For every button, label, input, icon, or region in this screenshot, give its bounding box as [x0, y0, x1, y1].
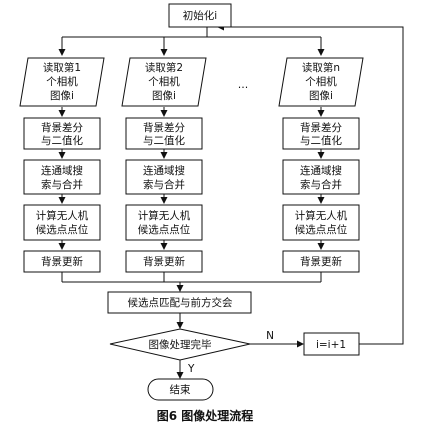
bg-update-2-label: 背景更新 [143, 255, 185, 268]
ellipsis-text: … [238, 79, 249, 91]
match-label: 候选点匹配与前方交会 [128, 296, 233, 309]
candidate-2 [125, 204, 203, 241]
connect-n-line-2: 索与合并 [300, 178, 342, 191]
candidate-1-line-1: 计算无人机 [36, 209, 89, 222]
read-camera-1-line-1: 读取第1 [43, 61, 81, 74]
connect-1-line-1: 连通域搜 [41, 164, 83, 177]
bg-update-2 [125, 250, 203, 273]
read-camera-1-line-2: 个相机 [46, 75, 78, 88]
connect-2 [125, 159, 203, 195]
bg-diff-n-line-1: 背景差分 [300, 121, 342, 134]
connectors [58, 23, 404, 379]
loop-back-arrow [217, 23, 404, 345]
candidate-2-line-2: 候选点点位 [138, 223, 191, 236]
bg-diff-1-line-1: 背景差分 [41, 121, 83, 134]
decision-diamond: 图像处理完毕 [109, 328, 251, 361]
init-box: 初始化i [168, 3, 232, 28]
bg-diff-2 [125, 117, 203, 150]
read-camera-1 [19, 57, 105, 107]
bg-diff-n-line-2: 与二值化 [300, 134, 342, 147]
yes-label: Y [187, 363, 195, 375]
candidate-n-line-1: 计算无人机 [295, 209, 348, 222]
bg-update-1-label: 背景更新 [41, 255, 83, 268]
bg-update-n-label: 背景更新 [300, 255, 342, 268]
figure-caption: 图6 图像处理流程 [157, 408, 254, 423]
read-camera-2-line-2: 个相机 [148, 75, 180, 88]
end-terminator: 结束 [147, 378, 214, 401]
connect-n-line-1: 连通域搜 [300, 164, 342, 177]
camera-1-column: 读取第1 个相机 图像i 背景差分 与二值化 连通域搜 索与合并 计算无人机 候… [19, 57, 105, 273]
candidate-2-line-1: 计算无人机 [138, 209, 191, 222]
read-camera-n-line-1: 读取第n [302, 61, 340, 74]
read-camera-n-line-2: 个相机 [305, 75, 337, 88]
bg-diff-n [282, 117, 360, 150]
increment-box: i=i+1 [303, 332, 360, 356]
read-camera-2 [121, 57, 207, 107]
read-camera-2-line-1: 读取第2 [145, 61, 183, 74]
bg-diff-1-line-2: 与二值化 [41, 134, 83, 147]
candidate-n [282, 204, 360, 241]
connect-n [282, 159, 360, 195]
increment-label: i=i+1 [316, 339, 346, 351]
read-camera-1-line-3: 图像i [50, 90, 74, 102]
connect-1-line-2: 索与合并 [41, 178, 83, 191]
bg-update-1 [23, 250, 101, 273]
read-camera-n [278, 57, 364, 107]
read-camera-2-line-3: 图像i [152, 90, 176, 102]
camera-n-column: 读取第n 个相机 图像i 背景差分 与二值化 连通域搜 索与合并 计算无人机 候… [278, 57, 364, 273]
decision-label: 图像处理完毕 [149, 338, 212, 351]
no-label: N [266, 330, 274, 342]
connect-1 [23, 159, 101, 195]
candidate-1-line-2: 候选点点位 [36, 223, 89, 236]
connect-2-line-1: 连通域搜 [143, 164, 185, 177]
candidate-n-line-2: 候选点点位 [295, 223, 348, 236]
end-label: 结束 [170, 383, 191, 396]
bg-diff-1 [23, 117, 101, 150]
match-box: 候选点匹配与前方交会 [107, 291, 252, 314]
bg-diff-2-line-1: 背景差分 [143, 121, 185, 134]
read-camera-n-line-3: 图像i [309, 90, 333, 102]
camera-2-column: 读取第2 个相机 图像i 背景差分 与二值化 连通域搜 索与合并 计算无人机 候… [121, 57, 207, 273]
connect-2-line-2: 索与合并 [143, 178, 185, 191]
bg-diff-2-line-2: 与二值化 [143, 134, 185, 147]
candidate-1 [23, 204, 101, 241]
bg-update-n [282, 250, 360, 273]
init-label: 初始化i [183, 9, 217, 22]
